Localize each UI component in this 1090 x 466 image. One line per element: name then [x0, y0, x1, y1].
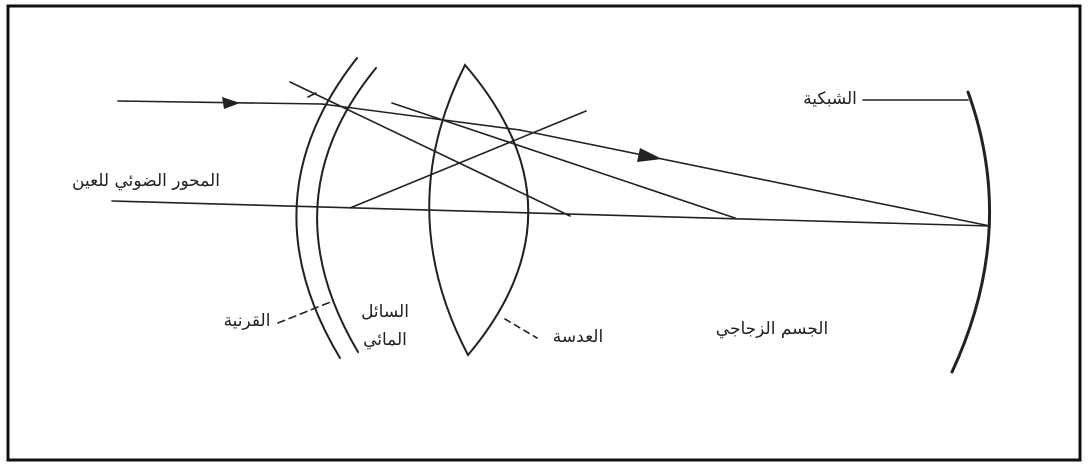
optical-axis-line — [112, 201, 990, 226]
short-tick-line — [308, 93, 316, 97]
lens-pointer-dashed — [505, 319, 537, 338]
retina-label: الشبكية — [803, 89, 857, 109]
ray-arrow-2 — [637, 148, 662, 162]
refracted-ray-to-retina — [520, 130, 990, 226]
optical-axis-label: المحور الضوئي للعين — [72, 171, 220, 191]
aqueous-humor-label-line2: المائي — [363, 330, 407, 350]
lens-label: العدسة — [553, 327, 603, 347]
ray-arrow-1 — [222, 97, 240, 109]
aqueous-humor-label-line1: السائل — [361, 302, 409, 322]
frame-border — [8, 6, 1080, 460]
cornea-pointer-dashed — [278, 301, 333, 323]
cornea-label: القرنية — [224, 311, 271, 331]
refracted-ray-main — [322, 104, 520, 130]
auxiliary-ray-line — [350, 111, 586, 208]
retina-arc — [952, 92, 990, 372]
incident-ray — [118, 101, 322, 104]
vitreous-body-label: الجسم الزجاجي — [716, 319, 828, 339]
